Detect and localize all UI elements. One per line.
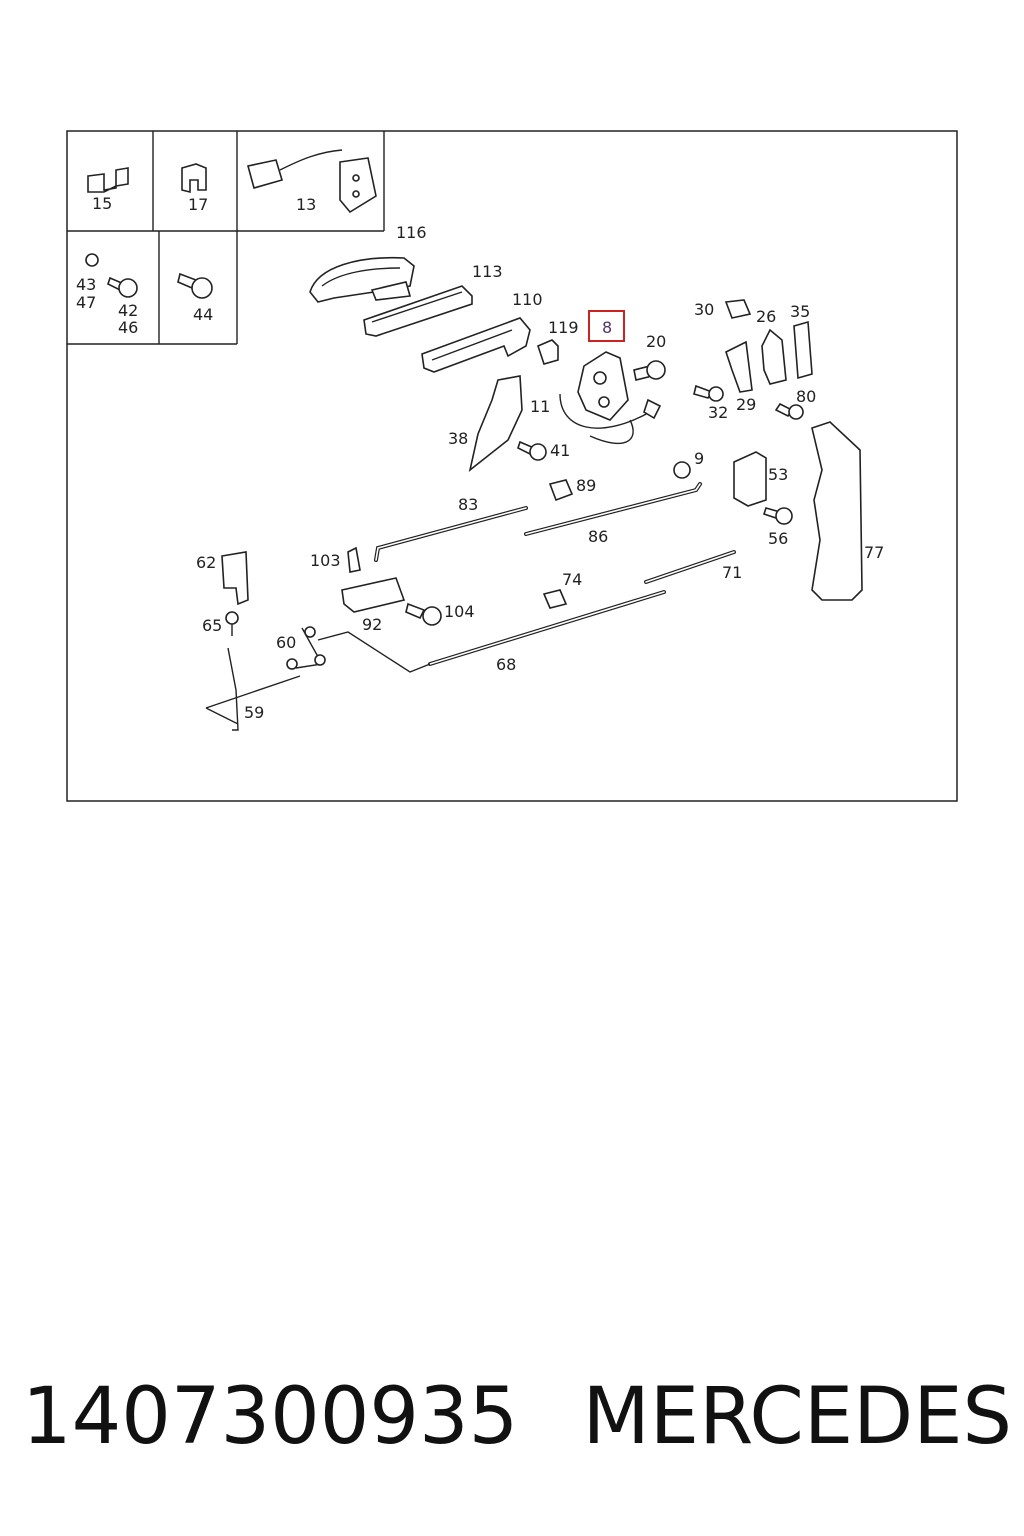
part-9-clip [673,461,691,479]
part-20-bolt [633,360,666,381]
part-13-switch [247,149,377,214]
label-17: 17 [188,195,208,214]
part-35-shim [793,320,813,380]
part-92-handle [341,577,406,613]
part-43-washer [85,253,99,267]
part-74-clip [542,589,568,609]
part-17-clip [181,163,207,194]
label-56: 56 [768,529,788,548]
label-47: 47 [76,293,96,312]
label-59: 59 [244,703,264,722]
label-11: 11 [530,397,550,416]
part-59-rod [205,647,301,731]
part-89-clip [548,479,574,502]
part-60-lever [286,626,431,673]
part-number: 1407300935 [22,1372,519,1462]
label-30: 30 [694,300,714,319]
part-83-rod [374,506,528,562]
part-71-rod [644,550,736,584]
label-38: 38 [448,429,468,448]
part-53-bracket [733,451,767,507]
part-41-screw [517,440,547,461]
label-113: 113 [472,262,503,281]
part-8-lock [559,351,662,445]
label-86: 86 [588,527,608,546]
label-53: 53 [768,465,788,484]
part-68-rod [428,590,666,666]
label-15: 15 [92,194,112,213]
label-116: 116 [396,223,427,242]
highlight-box-part-8 [588,310,625,342]
part-42-bolt [107,276,138,298]
label-41: 41 [550,441,570,460]
label-104: 104 [444,602,475,621]
label-83: 83 [458,495,478,514]
part-38-trim [468,375,523,473]
part-104-bolt [405,602,442,626]
part-32-screw [693,384,724,402]
part-26-plate [761,328,787,385]
label-44: 44 [193,305,213,324]
label-20: 20 [646,332,666,351]
label-80: 80 [796,387,816,406]
part-15-clip [87,167,129,193]
label-110: 110 [512,290,543,309]
part-86-rod [524,482,702,536]
part-110-handle [421,317,531,373]
part-113-gasket [363,285,473,337]
part-29-striker [725,340,753,393]
label-68: 68 [496,655,516,674]
inset-grid [67,131,385,345]
label-92: 92 [362,615,382,634]
label-89: 89 [576,476,596,495]
label-8: 8 [602,318,612,337]
part-103-clip [347,546,361,573]
label-29: 29 [736,395,756,414]
part-62-bracket [221,551,249,606]
part-80-screw [774,402,804,420]
part-65-bolt [225,611,239,636]
brand-name: MERCEDES [582,1372,1013,1462]
label-71: 71 [722,563,742,582]
part-labels: 15 17 13 43 47 42 46 44 116 113 110 119 … [76,194,884,722]
diagram-frame [66,130,958,802]
part-116-handle [309,256,415,303]
parts-diagram: 15 17 13 43 47 42 46 44 116 113 110 119 … [66,130,958,802]
label-13: 13 [296,195,316,214]
label-9: 9 [694,449,704,468]
label-43: 43 [76,275,96,294]
label-77: 77 [864,543,884,562]
part-56-screw [762,507,793,525]
part-77-pad [811,421,863,601]
part-44-bolt [177,272,213,299]
label-26: 26 [756,307,776,326]
label-32: 32 [708,403,728,422]
label-65: 65 [202,616,222,635]
label-74: 74 [562,570,582,589]
label-60: 60 [276,633,296,652]
label-42: 42 [118,301,138,320]
footer: 1407300935 MERCEDES [22,1362,1012,1472]
label-103: 103 [310,551,341,570]
part-30-nut [724,299,752,319]
label-46: 46 [118,318,138,337]
label-35: 35 [790,302,810,321]
part-119-bracket [537,339,559,365]
label-62: 62 [196,553,216,572]
label-119: 119 [548,318,579,337]
